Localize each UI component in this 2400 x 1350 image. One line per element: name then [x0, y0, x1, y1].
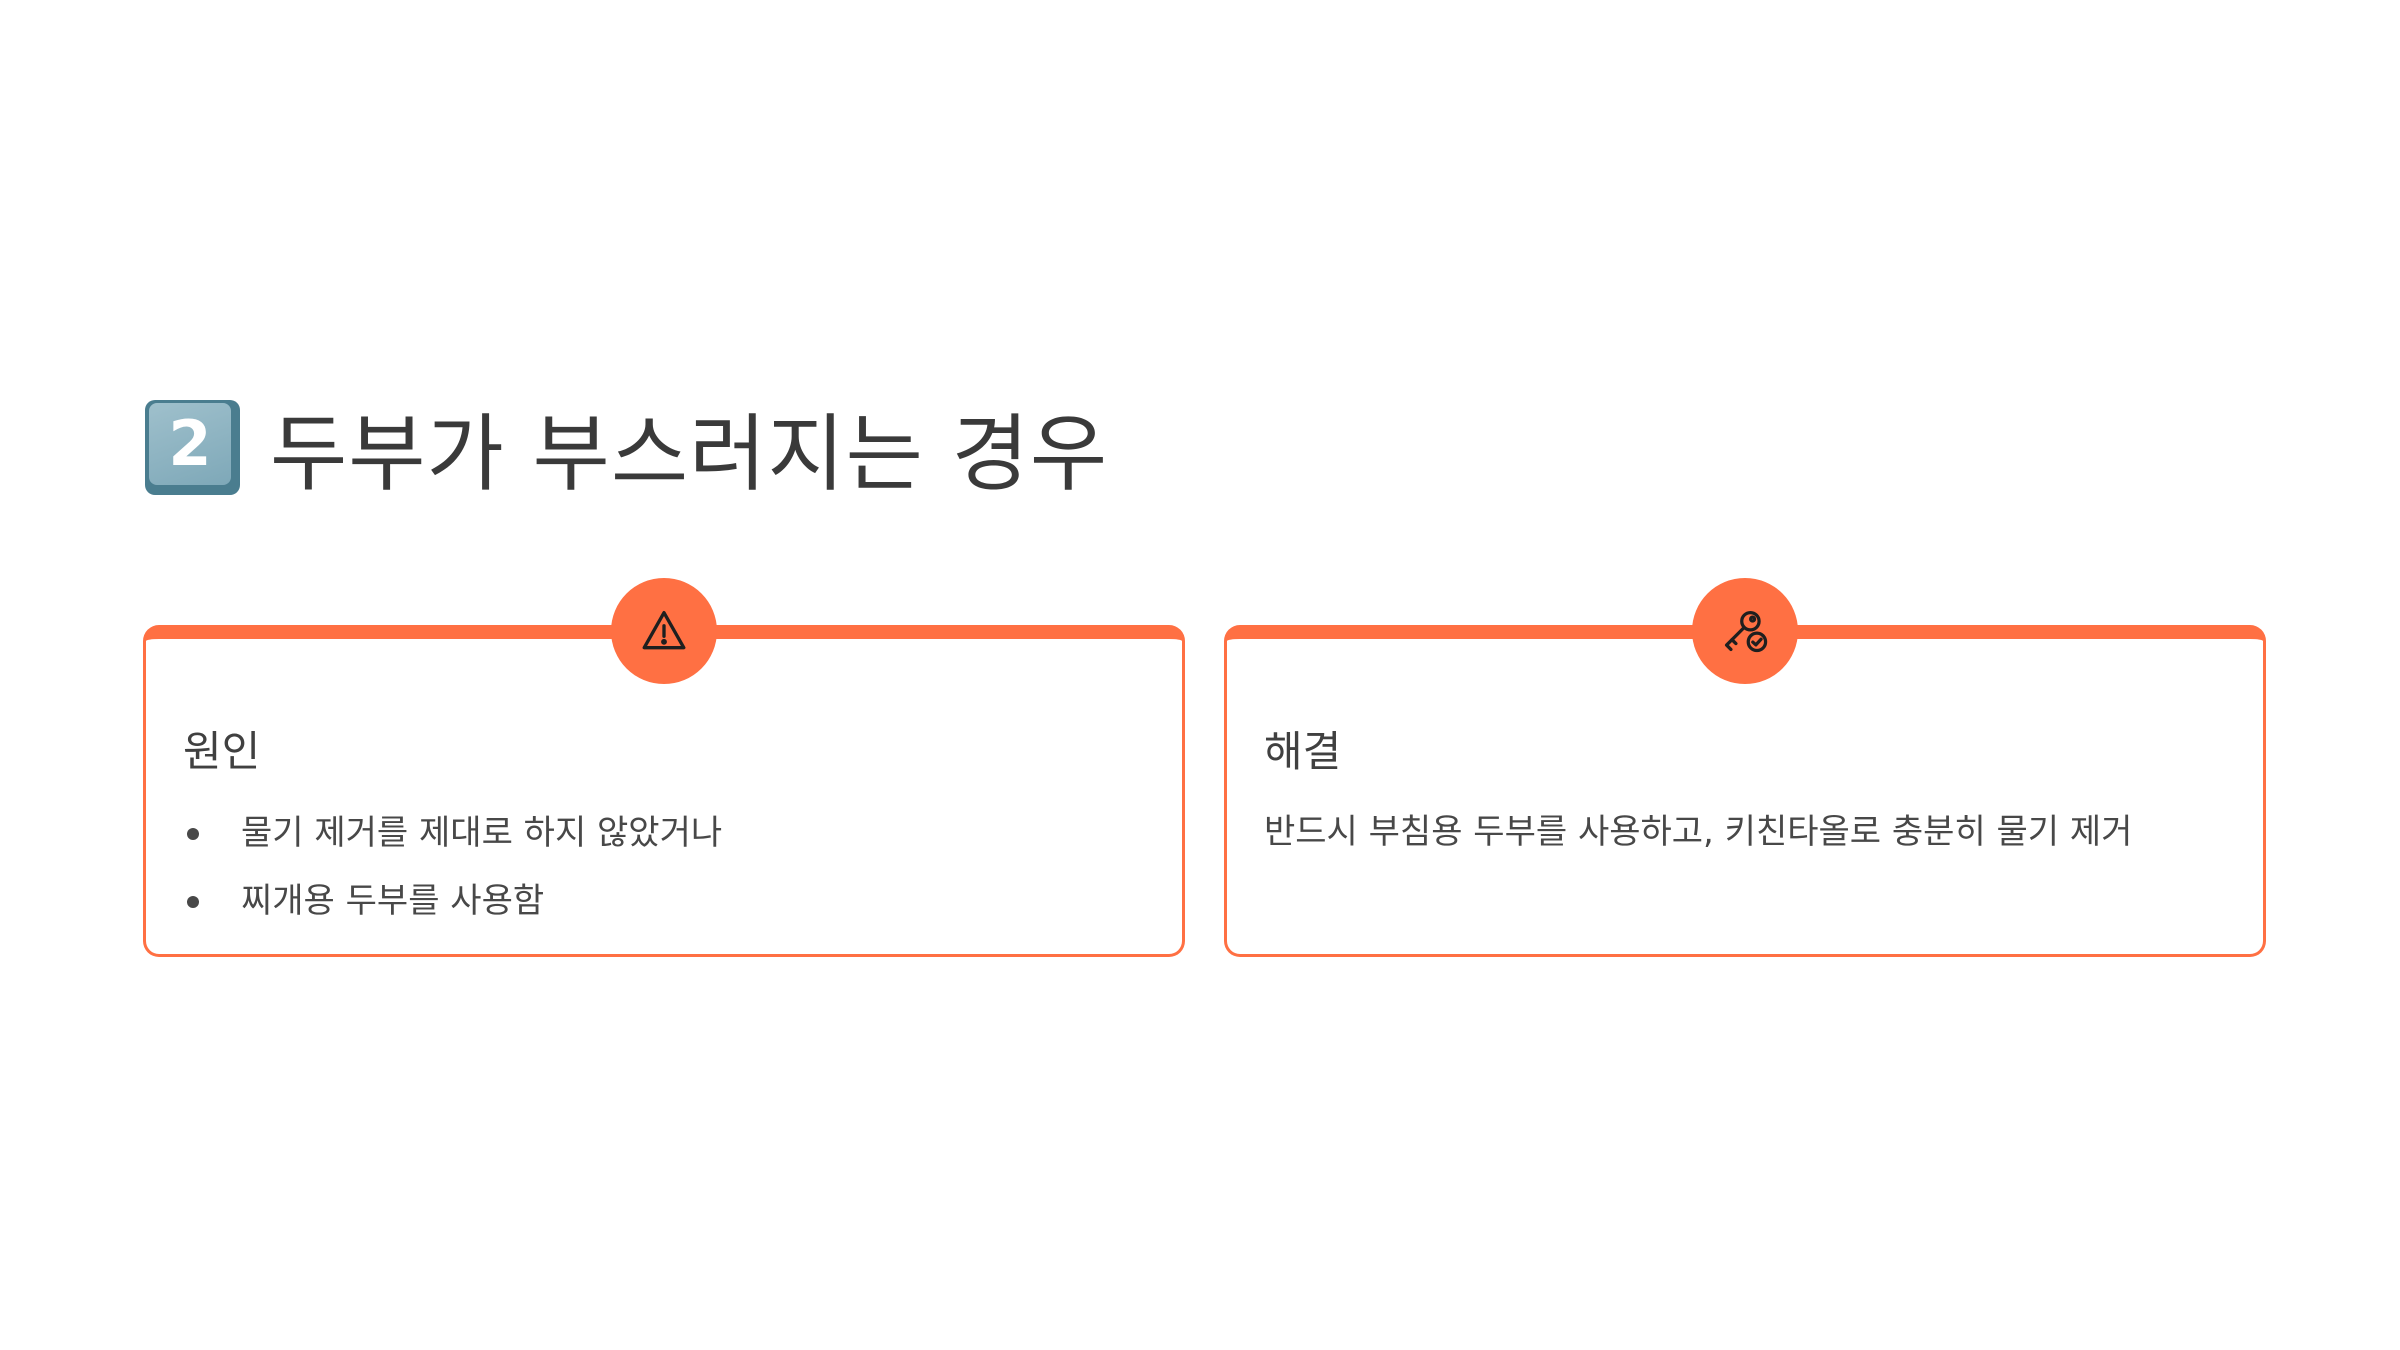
solution-card: 해결 반드시 부침용 두부를 사용하고, 키친타올로 충분히 물기 제거	[1224, 578, 2266, 957]
list-item-text: 물기 제거를 제대로 하지 않았거나	[241, 813, 723, 853]
bullet-dot	[187, 828, 199, 840]
solution-text: 반드시 부침용 두부를 사용하고, 키친타올로 충분히 물기 제거	[1264, 812, 2133, 852]
bullet-dot	[187, 896, 199, 908]
key-check-icon	[1724, 610, 1768, 653]
solution-heading: 해결	[1264, 727, 1342, 776]
keycap-digit-two-icon: 2	[145, 399, 240, 495]
cause-heading: 원인	[183, 727, 261, 776]
solution-badge	[1692, 578, 1798, 684]
list-item: 찌개용 두부를 사용함	[183, 867, 722, 935]
list-item: 물기 제거를 제대로 하지 않았거나	[183, 799, 722, 867]
cause-card: 원인 물기 제거를 제대로 하지 않았거나 찌개용 두부를 사용함	[143, 578, 1185, 957]
warning-triangle-icon	[642, 611, 686, 650]
cause-badge	[611, 578, 717, 684]
page-title: 두부가 부스러지는 경우	[270, 404, 1109, 503]
keycap-number: 2	[149, 402, 231, 485]
list-item-text: 찌개용 두부를 사용함	[241, 881, 545, 921]
cause-list: 물기 제거를 제대로 하지 않았거나 찌개용 두부를 사용함	[183, 799, 722, 935]
slide-title: 2 두부가 부스러지는 경우	[145, 392, 1108, 503]
